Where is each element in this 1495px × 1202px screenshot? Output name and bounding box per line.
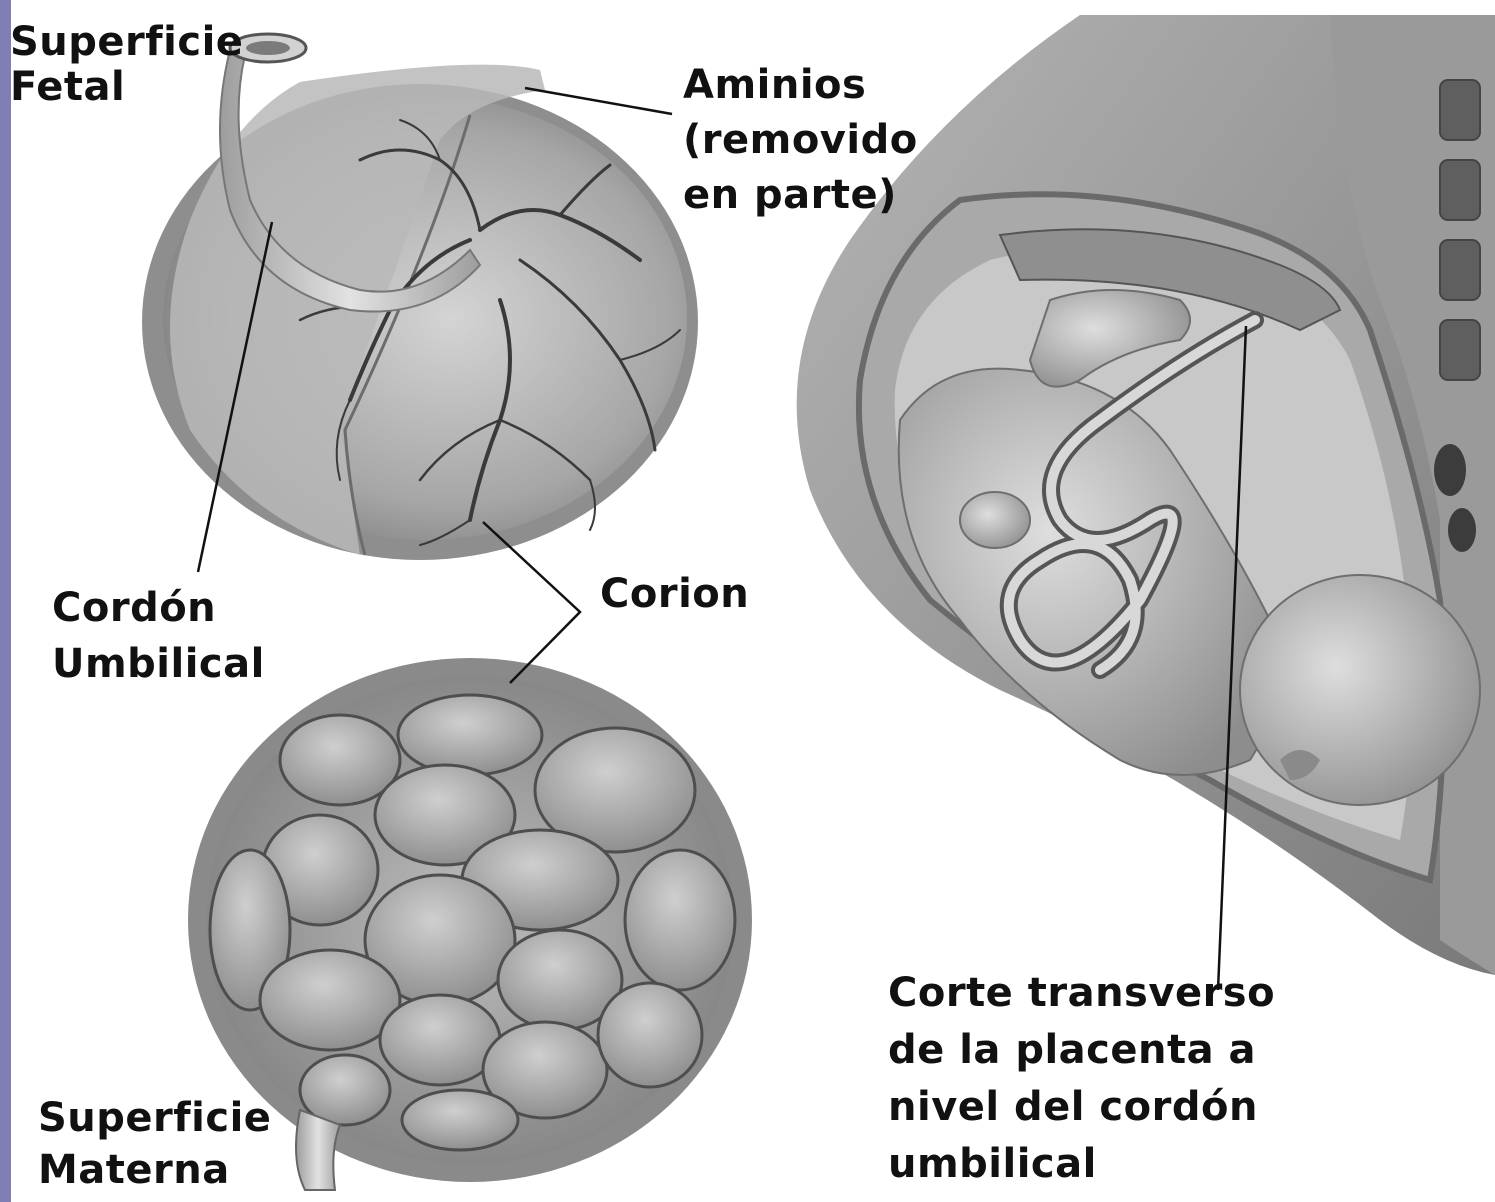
label-umbilical-cord: Cordón Umbilical xyxy=(52,580,265,692)
maternal-cord-stub xyxy=(296,1110,340,1190)
label-maternal-surface: Superficie Materna xyxy=(38,1092,271,1196)
label-amnion-line-1: Aminios xyxy=(683,58,918,113)
label-fetal-surface: Superficie Fetal xyxy=(10,20,243,110)
cord-lumen xyxy=(246,41,290,55)
fetus-hand xyxy=(960,492,1030,548)
label-amnion-line-3: en parte) xyxy=(683,168,918,223)
fetus-head xyxy=(1240,575,1480,805)
label-maternal-surface-line-1: Superficie xyxy=(38,1092,271,1144)
label-chorion-line-1: Corion xyxy=(600,572,749,617)
label-amnion: Aminios (removido en parte) xyxy=(683,58,918,223)
label-cross-section: Corte transverso de la placenta a nivel … xyxy=(888,965,1275,1193)
label-fetal-surface-line-1: Superficie xyxy=(10,20,243,65)
label-chorion: Corion xyxy=(600,572,749,617)
label-umbilical-cord-line-2: Umbilical xyxy=(52,636,265,692)
label-amnion-line-2: (removido xyxy=(683,113,918,168)
label-umbilical-cord-line-1: Cordón xyxy=(52,580,265,636)
label-fetal-surface-line-2: Fetal xyxy=(10,65,243,110)
label-cross-section-line-2: de la placenta a xyxy=(888,1022,1275,1079)
fetal-surface-placenta xyxy=(142,34,698,560)
label-maternal-surface-line-2: Materna xyxy=(38,1144,271,1196)
label-cross-section-line-1: Corte transverso xyxy=(888,965,1275,1022)
leader-amnion xyxy=(525,88,672,114)
maternal-surface-placenta xyxy=(188,658,752,1190)
label-cross-section-line-4: umbilical xyxy=(888,1136,1275,1193)
label-cross-section-line-3: nivel del cordón xyxy=(888,1079,1275,1136)
